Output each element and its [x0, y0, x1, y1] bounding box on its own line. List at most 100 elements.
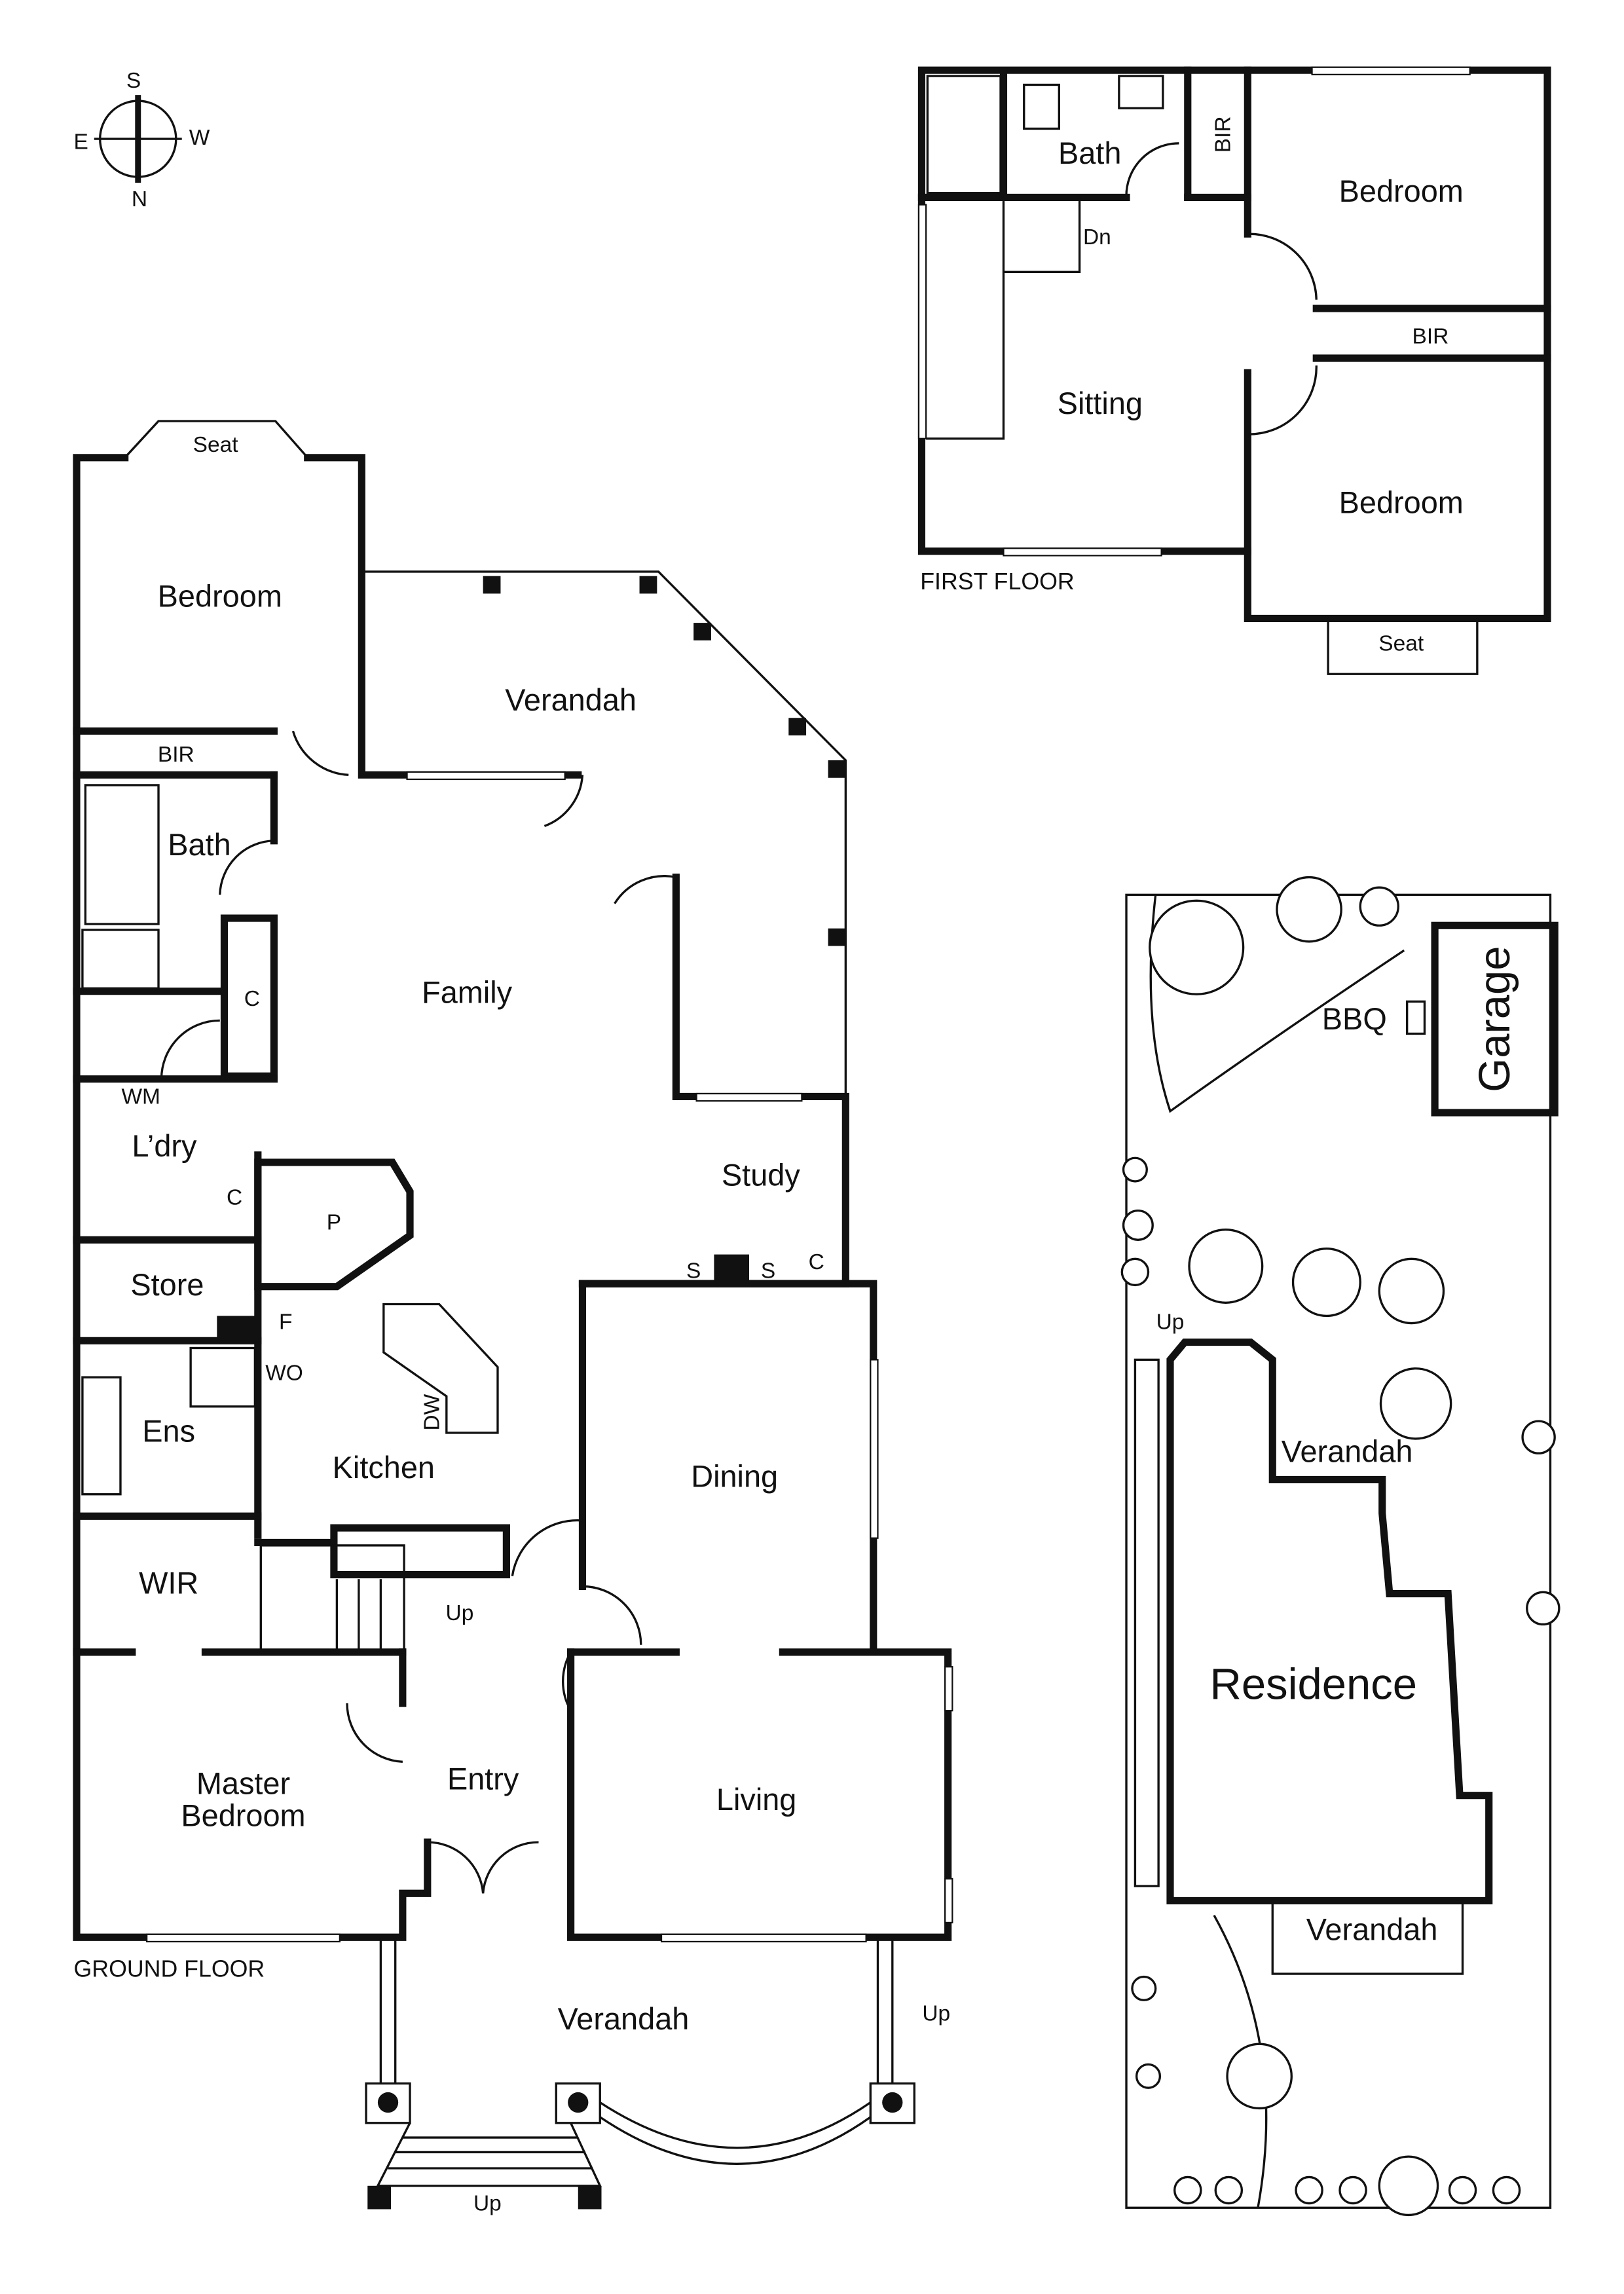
exterior-walls	[304, 454, 582, 779]
front-verandah	[365, 1937, 915, 2210]
stair-outline	[926, 197, 1005, 440]
stair-outline	[1003, 197, 1081, 273]
room-label: Bath	[1058, 136, 1121, 170]
room-label: BIR	[158, 743, 194, 767]
room-label: Bedroom	[1339, 486, 1464, 520]
stair-label: Up	[473, 2192, 502, 2216]
tree	[1122, 1209, 1154, 1241]
site-label: Residence	[1210, 1659, 1417, 1709]
verandah-posts	[483, 576, 846, 946]
tree	[1226, 2043, 1293, 2110]
tree	[1120, 1257, 1150, 1287]
door-swing	[614, 875, 676, 904]
tree	[1379, 1367, 1452, 1440]
window	[695, 1092, 803, 1102]
room-label: L’dry	[132, 1129, 197, 1163]
room-label: F	[279, 1310, 292, 1334]
pier-post	[568, 2092, 589, 2113]
site-plan: BBQ Garage Up Verandah Residence Veranda…	[1120, 876, 1560, 2217]
room-label: Sitting	[1058, 386, 1143, 420]
window	[917, 204, 927, 439]
door-swing	[346, 1703, 403, 1763]
room-label: Family	[422, 976, 513, 1010]
room-label: Bedroom	[1339, 174, 1464, 208]
room-label: DW	[420, 1394, 445, 1430]
room-label: Verandah	[558, 2002, 690, 2036]
post	[483, 576, 501, 594]
window	[944, 1878, 953, 1924]
stairs	[259, 1544, 405, 1654]
compass-e: E	[74, 130, 88, 155]
door-swing	[561, 1652, 572, 1712]
tree	[1291, 1247, 1361, 1318]
site-label: Verandah	[1282, 1435, 1413, 1469]
seat-bay	[1327, 618, 1479, 675]
tree	[1276, 876, 1342, 943]
paving	[1134, 1358, 1160, 1887]
kitchen-island	[382, 1303, 499, 1434]
seat-bay	[124, 420, 308, 458]
room-label: C	[227, 1186, 242, 1210]
ground-floor-plan: Seat Bedroom Verandah BIR Bath Family C …	[73, 420, 953, 2216]
door-swing	[427, 1841, 485, 1894]
stair-label: Up	[1156, 1310, 1185, 1334]
shower	[926, 75, 1002, 194]
room-label: Study	[722, 1158, 800, 1193]
tree	[1295, 2175, 1323, 2205]
verandah-curve	[599, 2116, 872, 2165]
room-label: Kitchen	[333, 1451, 435, 1485]
post	[788, 718, 807, 736]
window	[944, 1666, 953, 1712]
tree	[1131, 1975, 1157, 2001]
stair-outline	[259, 1544, 405, 1654]
bath-tub	[81, 1376, 122, 1496]
verandah-curve	[599, 2101, 872, 2149]
exterior-walls	[578, 873, 849, 1590]
room-label: BIR	[1412, 325, 1449, 349]
stair-label: Up	[922, 2001, 950, 2026]
residence-outline	[1166, 1338, 1493, 1905]
trees	[1120, 876, 1560, 2217]
exterior-walls	[567, 1280, 952, 1941]
pier	[555, 2082, 601, 2124]
room-label: P	[327, 1211, 341, 1235]
compass-w: W	[189, 126, 210, 150]
room-label: Master	[196, 1766, 290, 1800]
tree	[1135, 2063, 1162, 2089]
tree	[1521, 1420, 1556, 1454]
bath-tub	[84, 784, 160, 925]
room-label: Seat	[1378, 632, 1424, 656]
compass-n: N	[132, 187, 147, 212]
door-swing	[511, 1519, 583, 1577]
front-steps	[376, 2122, 602, 2187]
first-floor-plan: Bath BIR Bedroom Dn BIR Sitting Bedroom …	[917, 66, 1551, 675]
front-verandah	[1271, 1899, 1464, 1975]
pier	[869, 2082, 915, 2124]
floor-caption: FIRST FLOOR	[920, 568, 1075, 595]
room-label: WM	[121, 1085, 160, 1109]
room-label: WO	[265, 1361, 303, 1386]
post	[828, 760, 846, 778]
room-label: BIR	[1211, 117, 1236, 153]
window	[870, 1359, 879, 1539]
kitchen-bench	[330, 1524, 510, 1579]
room-label: C	[244, 987, 260, 1011]
basin	[1118, 75, 1164, 109]
room-label: Entry	[447, 1762, 519, 1796]
fireplace	[714, 1254, 749, 1284]
tree	[1359, 886, 1399, 927]
room-label: Seat	[193, 433, 239, 457]
tree	[1378, 2155, 1439, 2217]
bbq	[1406, 1000, 1426, 1035]
door-swing	[160, 1019, 220, 1079]
post	[693, 623, 711, 640]
tree	[1338, 2175, 1367, 2205]
door-swing	[582, 1585, 642, 1645]
toilet	[1023, 83, 1060, 130]
window	[406, 771, 566, 781]
room-label: Living	[716, 1783, 796, 1817]
room-label: S	[686, 1259, 701, 1283]
room-label: Bedroom	[158, 580, 282, 614]
room-label: Bedroom	[181, 1799, 305, 1833]
exterior-walls	[73, 454, 432, 1941]
